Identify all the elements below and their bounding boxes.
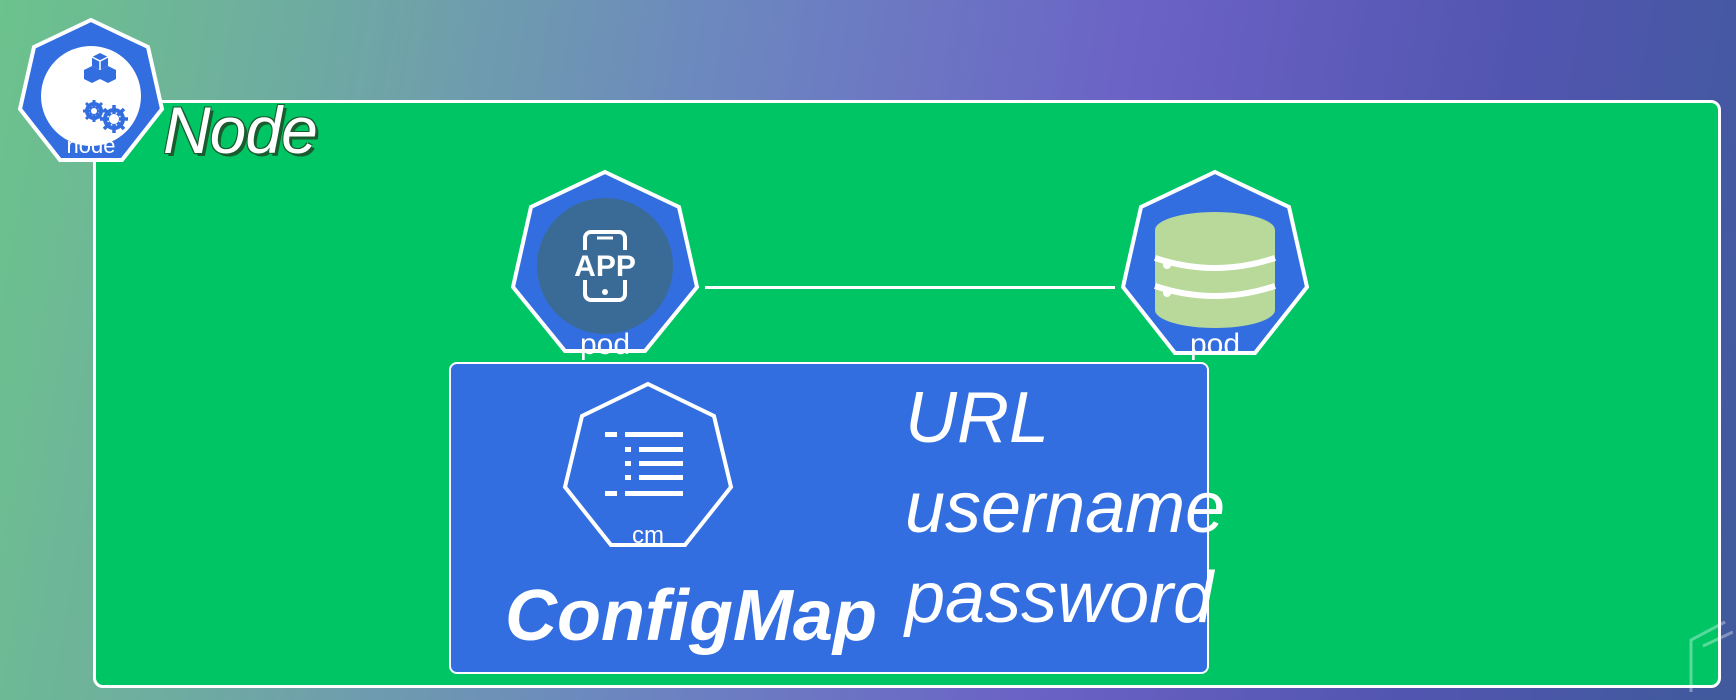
db-pod-label: pod (1189, 328, 1241, 361)
gears-icon (83, 100, 128, 133)
db-pod: pod (1107, 168, 1323, 378)
app-pod: APP pod (497, 168, 713, 374)
config-entry-url: URL (905, 378, 1050, 458)
cubes-icon (84, 53, 116, 83)
database-icon (1154, 212, 1276, 328)
pod-connection-line (705, 286, 1115, 289)
configmap-panel (449, 362, 1209, 674)
config-entry-password: password (905, 558, 1214, 638)
node-badge-label: node (66, 133, 116, 158)
app-pod-label: pod (579, 328, 631, 361)
node-title: Node (163, 93, 318, 167)
app-phone-icon: APP (537, 198, 673, 334)
app-text: APP (574, 250, 636, 283)
cm-badge-label: cm (632, 522, 664, 549)
config-entry-username: username (905, 468, 1226, 548)
node-badge: node (14, 16, 168, 170)
cm-badge: cm (553, 380, 743, 570)
configmap-title: ConfigMap (505, 576, 877, 656)
corner-cube-icon (1683, 620, 1734, 699)
list-icon (605, 432, 683, 496)
